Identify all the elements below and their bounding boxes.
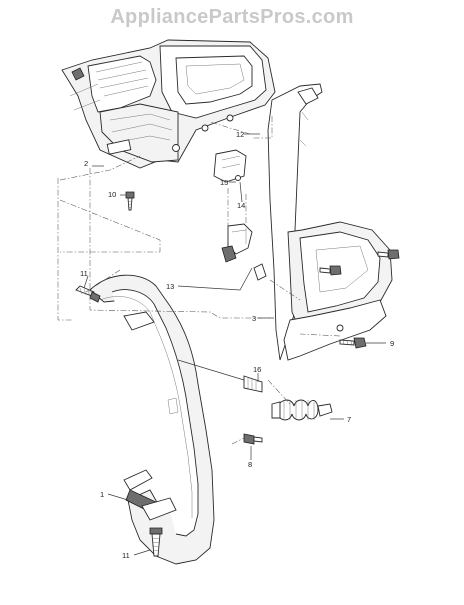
callout-10: 10 (108, 190, 116, 199)
screw-8 (243, 433, 263, 445)
part-7-spring (271, 399, 333, 421)
callout-2: 2 (84, 159, 88, 168)
callout-16: 16 (253, 365, 261, 374)
callout-12: 12 (236, 130, 244, 139)
screw-11-lower (149, 527, 163, 557)
callout-labels: 2 10 12 15 14 13 11 3 9 16 7 8 1 11 (80, 130, 394, 560)
callout-8: 8 (248, 460, 252, 469)
part-2-housing (61, 39, 276, 169)
callout-13: 13 (166, 282, 174, 291)
screw-9 (339, 337, 367, 349)
assembly-lines (57, 116, 341, 445)
callout-7: 7 (347, 415, 351, 424)
watermark-text: AppliancePartsPros.com (110, 6, 354, 28)
part-16-rod (177, 359, 263, 393)
screw-right-cover-1 (319, 265, 342, 276)
callout-11-lower: 11 (122, 551, 130, 560)
part-1-front-handle (89, 274, 215, 565)
callout-1: 1 (100, 490, 104, 499)
screw-right-cover-2 (377, 249, 400, 260)
leader-lines (83, 133, 386, 556)
callout-11-upper: 11 (80, 269, 88, 278)
screw-11-upper (75, 285, 101, 303)
callout-9: 9 (390, 339, 394, 348)
bracket-parts (213, 149, 267, 281)
callout-14: 14 (237, 201, 245, 210)
screw-10 (125, 191, 135, 211)
callout-15: 15 (220, 178, 228, 187)
part-3-cover (267, 83, 393, 361)
callout-3: 3 (252, 314, 256, 323)
